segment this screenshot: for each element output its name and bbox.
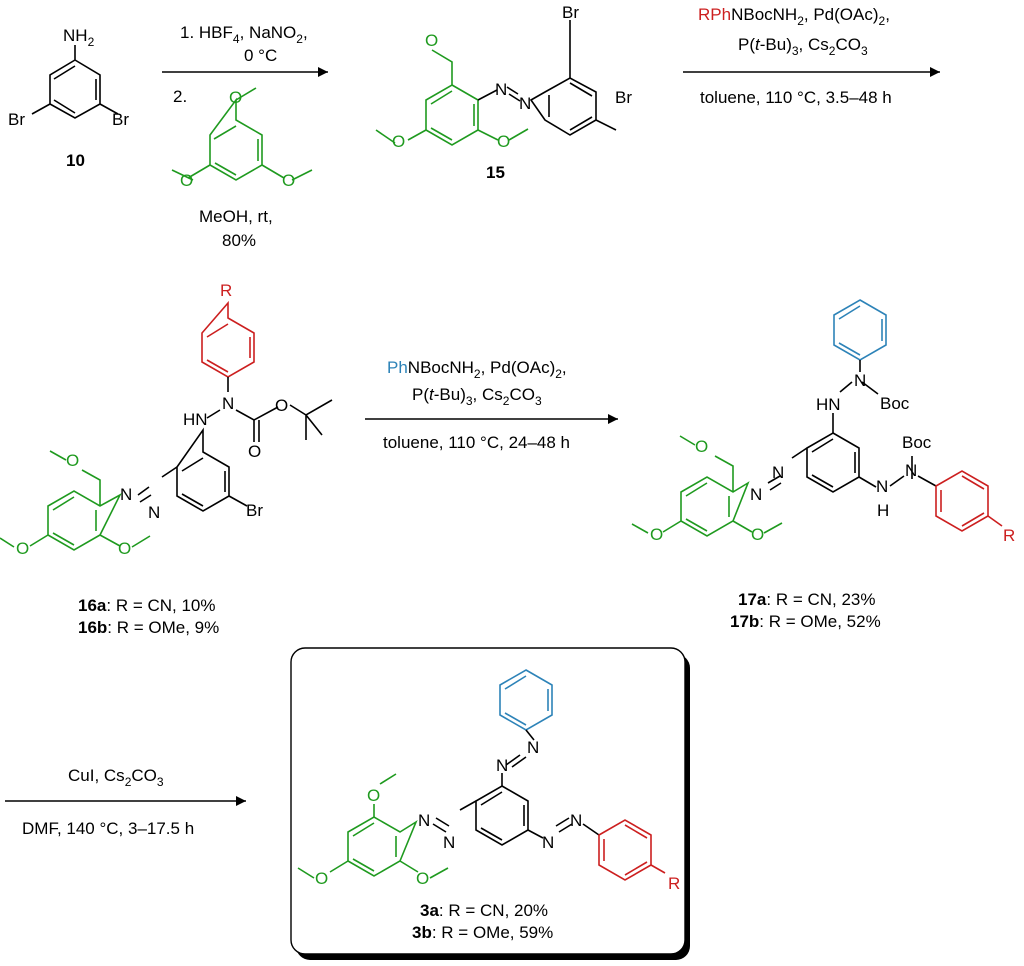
step2-reagents-line1: RPhNBocNH2, Pd(OAc)2, — [698, 5, 890, 28]
trimethoxyphenyl-ring — [425, 84, 479, 146]
r-group-label: R — [220, 281, 232, 300]
hydrazine-n: N — [905, 461, 917, 480]
r-aryl-ring — [935, 470, 989, 532]
methoxy-o: O — [425, 31, 438, 50]
compound-10: NH2 Br Br 10 — [8, 26, 129, 170]
azo-n: N — [120, 485, 132, 504]
methoxy-o: O — [497, 132, 510, 151]
bromo-left: Br — [8, 110, 25, 129]
r-group-label: R — [1003, 526, 1015, 545]
dibromoaniline-ring — [49, 45, 101, 119]
methoxy-o: O — [180, 171, 193, 190]
step1-solvent: MeOH, rt, — [199, 207, 273, 226]
azo-n: N — [772, 463, 784, 482]
hydrazine-n: N — [854, 371, 866, 390]
r-group-label: R — [668, 874, 680, 893]
compound17-line-b: 17b: R = OMe, 52% — [730, 612, 881, 631]
step1-reagents-line1: 1. HBF4, NaNO2, — [180, 23, 308, 46]
methoxy-o: O — [282, 171, 295, 190]
compound17-line-a: 17a: R = CN, 23% — [738, 590, 876, 609]
bromo: Br — [246, 501, 263, 520]
step4-reagents: CuI, Cs2CO3 — [68, 766, 164, 789]
azo-n: N — [418, 811, 430, 830]
azo-n: N — [527, 738, 539, 757]
r-aryl-ring — [201, 300, 255, 378]
step1-temperature: 0 °C — [244, 46, 277, 65]
hydrazine-n: N — [222, 394, 234, 413]
methoxy-o: O — [66, 451, 79, 470]
compound16-line-a: 16a: R = CN, 10% — [78, 596, 216, 615]
step1-number: 2. — [173, 87, 187, 106]
phenyl-ring — [833, 299, 887, 361]
azo-n: N — [519, 94, 531, 113]
step2-conditions: RPhNBocNH2, Pd(OAc)2, P(t-Bu)3, Cs2CO3 t… — [683, 5, 940, 107]
methoxy-o: O — [751, 525, 764, 544]
compound-16: R N HN O O Br N N O O O 16a: R = CN, 10%… — [0, 281, 333, 637]
methoxy-o: O — [118, 539, 131, 558]
compound3-line-a: 3a: R = CN, 20% — [420, 901, 548, 920]
boc-label: Boc — [880, 394, 910, 413]
hydrazine-hn: HN — [183, 410, 208, 429]
methoxy-o: O — [315, 869, 328, 888]
step2-conditions-line3: toluene, 110 °C, 3.5–48 h — [700, 88, 892, 107]
trimethoxybenzene — [209, 97, 263, 181]
carbonyl-o: O — [248, 442, 261, 461]
compound-3-box: N N N N R N N O O O 3a: R = CN, 20% 3b: … — [290, 647, 690, 960]
hydrazine-h: H — [877, 501, 889, 520]
trimethoxyphenyl-ring — [47, 490, 122, 551]
methoxy-o: O — [416, 869, 429, 888]
hydrazine-n: N — [876, 477, 888, 496]
compound-15: O O O N N Br Br 15 — [375, 3, 632, 182]
azo-n: N — [148, 503, 160, 522]
dibromophenyl-ring — [529, 77, 597, 136]
step3-conditions: PhNBocNH2, Pd(OAc)2, P(t-Bu)3, Cs2CO3 to… — [365, 358, 618, 452]
methoxy-o: O — [695, 437, 708, 456]
step4-conditions-line2: DMF, 140 °C, 3–17.5 h — [22, 819, 194, 838]
methoxy-o: O — [392, 132, 405, 151]
trimethoxyphenyl-ring — [680, 476, 750, 537]
compound-17: N Boc HN N H Boc N R N N O O O 17a: R = … — [631, 299, 1015, 631]
methoxy-o: O — [367, 786, 380, 805]
compound-label-15: 15 — [486, 163, 505, 182]
step1-yield: 80% — [222, 231, 256, 250]
methoxy-o: O — [16, 539, 29, 558]
azo-n: N — [570, 811, 582, 830]
hydrazine-hn: HN — [816, 395, 841, 414]
azo-n: N — [495, 80, 507, 99]
step1-conditions: 1. HBF4, NaNO2, 0 °C 2. O O O MeOH, rt, … — [162, 23, 328, 250]
bromo-right: Br — [615, 88, 632, 107]
step3-reagents-line1: PhNBocNH2, Pd(OAc)2, — [387, 358, 567, 381]
azo-n: N — [750, 485, 762, 504]
step3-conditions-line3: toluene, 110 °C, 24–48 h — [383, 433, 570, 452]
step3-reagents-line2: P(t-Bu)3, Cs2CO3 — [412, 385, 542, 408]
compound16-line-b: 16b: R = OMe, 9% — [78, 618, 219, 637]
azo-n: N — [542, 833, 554, 852]
compound3-line-b: 3b: R = OMe, 59% — [412, 923, 553, 942]
bromo-top: Br — [562, 3, 579, 22]
trimethoxyphenyl-ring — [347, 816, 418, 877]
step4-conditions: CuI, Cs2CO3 DMF, 140 °C, 3–17.5 h — [5, 766, 246, 838]
ester-o: O — [275, 396, 288, 415]
central-ring — [176, 427, 230, 512]
methoxy-o: O — [229, 88, 242, 107]
step2-reagents-line2: P(t-Bu)3, Cs2CO3 — [738, 35, 868, 58]
bromo-right: Br — [112, 110, 129, 129]
compound-label-10: 10 — [66, 151, 85, 170]
methoxy-o: O — [650, 525, 663, 544]
azo-n: N — [496, 756, 508, 775]
boc-label: Boc — [902, 433, 932, 452]
azo-n: N — [443, 833, 455, 852]
central-ring — [806, 432, 860, 493]
amine-label: NH2 — [63, 26, 95, 49]
